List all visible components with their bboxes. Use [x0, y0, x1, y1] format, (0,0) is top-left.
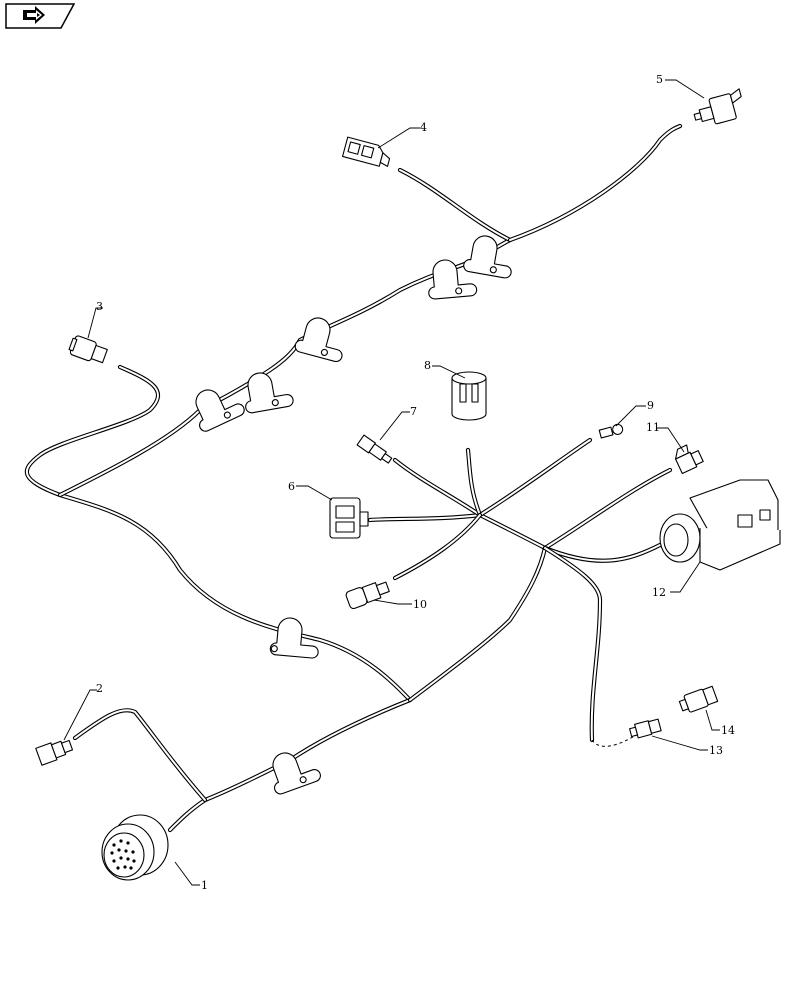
callout-12: 12 [652, 586, 666, 599]
callout-1: 1 [201, 879, 208, 892]
pressure-sensor [693, 88, 742, 125]
p-clamp [245, 372, 294, 414]
callout-13: 13 [709, 744, 723, 757]
p-clamp [428, 259, 478, 300]
callout-3: 3 [96, 300, 103, 313]
terminal-connector [598, 423, 624, 439]
p-clamp [294, 317, 343, 363]
p-clamp [195, 389, 245, 432]
callout-labels: 1 2 3 4 5 6 7 8 9 10 11 12 13 14 [96, 73, 735, 892]
nav-badge[interactable] [5, 3, 75, 29]
callout-4: 4 [420, 121, 427, 134]
callout-6: 6 [288, 480, 295, 493]
cylinder-connector [451, 371, 487, 421]
leader-lines [63, 79, 720, 886]
callout-14: 14 [721, 724, 735, 737]
rectangular-connector [329, 497, 369, 539]
callout-8: 8 [424, 359, 431, 372]
callout-7: 7 [410, 405, 417, 418]
p-clamp [463, 235, 512, 279]
callout-10: 10 [413, 598, 427, 611]
round-multipin-connector [101, 814, 169, 881]
inline-plug [629, 718, 662, 739]
callout-2: 2 [96, 682, 103, 695]
callout-5: 5 [656, 73, 663, 86]
callout-11: 11 [646, 421, 660, 434]
harness-wires [24, 123, 683, 833]
page-navigation-arrow-icon [23, 6, 45, 24]
small-connector [356, 434, 393, 464]
two-pin-connector [35, 739, 74, 766]
angled-connector [675, 444, 704, 475]
callout-9: 9 [647, 399, 654, 412]
sensor-connector [68, 335, 108, 364]
flat-connector [342, 136, 391, 167]
p-clamp [272, 752, 321, 795]
inline-receptacle [678, 685, 719, 713]
p-clamp [269, 617, 319, 659]
sealed-connector [345, 581, 390, 610]
actuator-motor [659, 479, 781, 571]
